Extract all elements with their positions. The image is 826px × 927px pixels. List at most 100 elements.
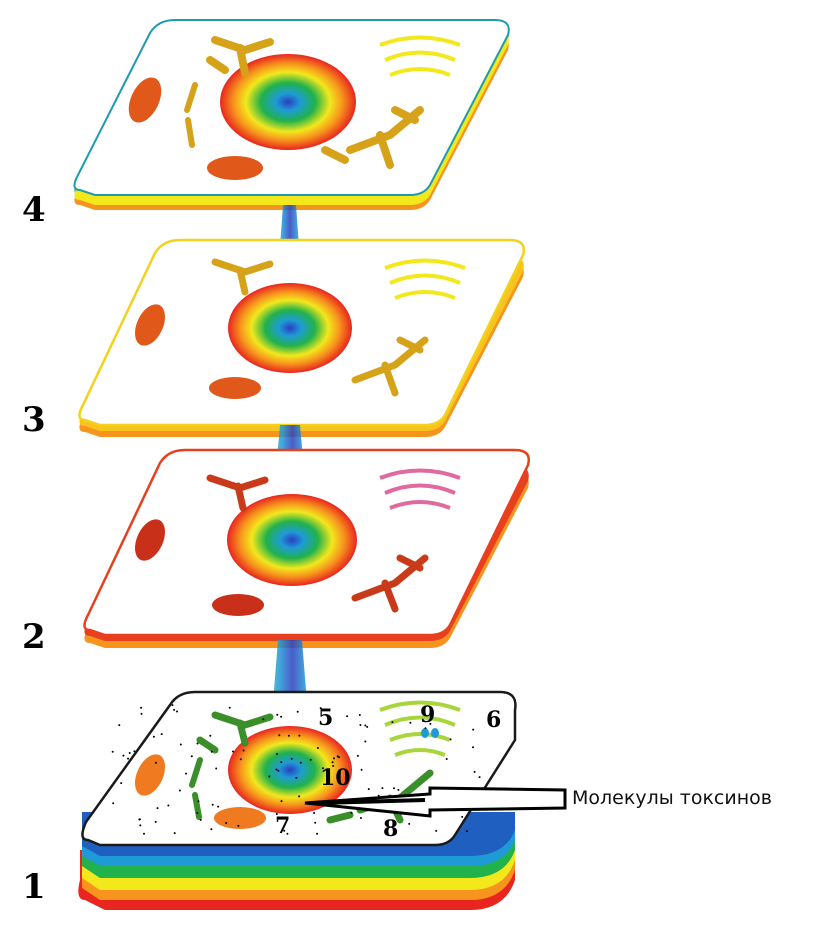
- toxin-molecule-dot: [346, 715, 348, 717]
- toxin-molecule-dot: [127, 758, 129, 760]
- marker-7: 7: [275, 813, 290, 839]
- toxin-molecule-dot: [141, 713, 143, 715]
- toxin-molecule-dot: [368, 788, 370, 790]
- toxin-molecule-dot: [472, 729, 474, 731]
- marker-8: 8: [383, 816, 398, 842]
- toxin-molecule-dot: [138, 819, 140, 821]
- toxin-molecule-dot: [120, 782, 122, 784]
- toxin-molecule-dot: [276, 714, 278, 716]
- toxin-molecule-dot: [310, 759, 312, 761]
- vesicle: [431, 728, 439, 738]
- toxin-molecule-dot: [129, 752, 131, 754]
- marker-10: 10: [320, 765, 351, 791]
- mitochondrion: [207, 156, 263, 180]
- toxin-molecule-dot: [229, 707, 231, 709]
- toxin-molecule-dot: [112, 802, 114, 804]
- nucleus: [227, 494, 357, 586]
- toxin-molecule-dot: [185, 773, 187, 775]
- toxin-molecule-dot: [118, 724, 120, 726]
- layer-number-2: 2: [22, 617, 46, 657]
- layer-number-1: 1: [22, 867, 46, 907]
- toxin-molecule-dot: [316, 833, 318, 835]
- toxin-molecule-dot: [479, 776, 481, 778]
- toxin-molecule-dot: [262, 718, 264, 720]
- toxin-label: Молекулы токсинов: [572, 787, 772, 809]
- cell-4: [74, 20, 508, 210]
- marker-6: 6: [486, 707, 501, 733]
- toxin-molecule-dot: [172, 704, 174, 706]
- toxin-molecule-dot: [176, 711, 178, 713]
- toxin-molecule-dot: [243, 750, 245, 752]
- toxin-molecule-dot: [435, 830, 437, 832]
- toxin-molecule-dot: [198, 800, 200, 802]
- toxin-molecule-dot: [450, 738, 452, 740]
- toxin-molecule-dot: [359, 714, 361, 716]
- toxin-molecule-dot: [140, 707, 142, 709]
- mitochondrion: [214, 807, 266, 829]
- toxin-molecule-dot: [179, 790, 181, 792]
- toxin-molecule-dot: [212, 804, 214, 806]
- toxin-molecule-dot: [409, 722, 411, 724]
- toxin-molecule-dot: [197, 743, 199, 745]
- toxin-molecule-dot: [157, 807, 159, 809]
- toxin-molecule-dot: [161, 733, 163, 735]
- cell-3: [79, 240, 523, 437]
- toxin-molecule-dot: [215, 768, 217, 770]
- toxin-molecule-dot: [276, 753, 278, 755]
- nucleus: [228, 283, 352, 373]
- toxin-molecule-dot: [210, 828, 212, 830]
- toxin-molecule-dot: [474, 771, 476, 773]
- toxin-molecule-dot: [174, 832, 176, 834]
- toxin-molecule-dot: [173, 709, 175, 711]
- toxin-molecule-dot: [364, 725, 366, 727]
- toxin-molecule-dot: [466, 830, 468, 832]
- toxin-molecule-dot: [357, 755, 359, 757]
- toxin-molecule-dot: [217, 806, 219, 808]
- mitochondrion: [209, 377, 261, 399]
- layer-number-3: 3: [22, 400, 46, 440]
- toxin-molecule-dot: [277, 770, 279, 772]
- toxin-molecule-dot: [280, 716, 282, 718]
- toxin-molecule-dot: [298, 795, 300, 797]
- toxin-molecule-dot: [200, 819, 202, 821]
- toxin-molecule-dot: [281, 800, 283, 802]
- toxin-molecule-dot: [280, 761, 282, 763]
- toxin-molecule-dot: [332, 761, 334, 763]
- toxin-molecule-dot: [314, 822, 316, 824]
- toxin-molecule-dot: [196, 812, 198, 814]
- toxin-molecule-dot: [313, 812, 315, 814]
- toxin-molecule-dot: [139, 824, 141, 826]
- toxin-molecule-dot: [391, 721, 393, 723]
- toxin-molecule-dot: [191, 755, 193, 757]
- toxin-molecule-dot: [333, 757, 335, 759]
- mitochondrion: [212, 594, 264, 616]
- marker-5: 5: [318, 705, 333, 731]
- toxin-molecule-dot: [300, 762, 302, 764]
- toxin-molecule-dot: [143, 833, 145, 835]
- toxin-molecule-dot: [408, 823, 410, 825]
- toxin-molecule-dot: [133, 750, 135, 752]
- toxin-molecule-dot: [209, 735, 211, 737]
- toxin-molecule-dot: [122, 755, 124, 757]
- toxin-molecule-dot: [268, 776, 270, 778]
- marker-9: 9: [420, 702, 435, 728]
- toxin-molecule-dot: [240, 758, 242, 760]
- toxin-molecule-dot: [366, 726, 368, 728]
- toxin-molecule-dot: [155, 821, 157, 823]
- toxin-molecule-dot: [337, 755, 339, 757]
- toxin-molecule-dot: [359, 724, 361, 726]
- toxin-molecule-dot: [360, 817, 362, 819]
- toxin-molecule-dot: [461, 816, 463, 818]
- toxin-molecule-dot: [472, 746, 474, 748]
- toxin-molecule-dot: [276, 769, 278, 771]
- toxin-molecule-dot: [288, 735, 290, 737]
- toxin-molecule-dot: [278, 734, 280, 736]
- layer-number-4: 4: [22, 190, 46, 230]
- toxin-molecule-dot: [112, 751, 114, 753]
- toxin-molecule-dot: [153, 736, 155, 738]
- toxin-molecule-dot: [393, 787, 395, 789]
- toxin-molecule-dot: [381, 787, 383, 789]
- toxin-molecule-dot: [317, 747, 319, 749]
- toxin-molecule-dot: [291, 758, 293, 760]
- toxin-molecule-dot: [225, 822, 227, 824]
